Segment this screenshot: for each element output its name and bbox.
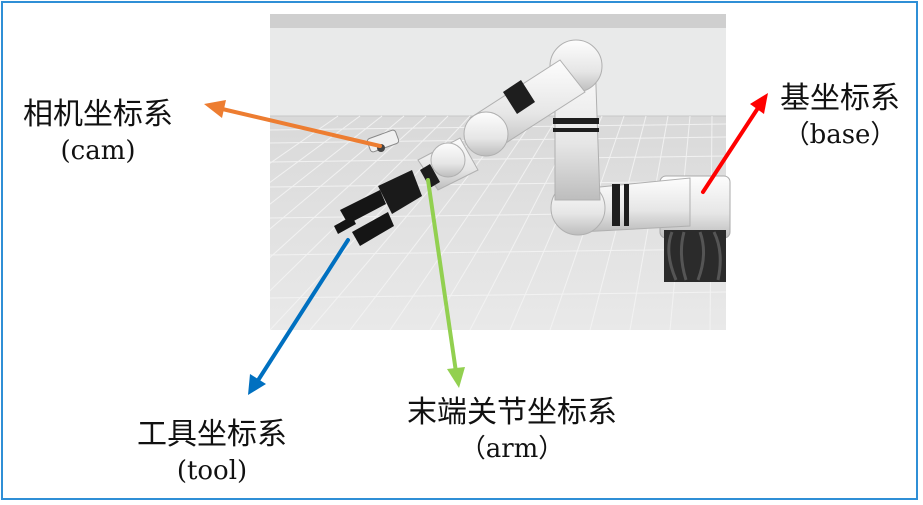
base-arrow xyxy=(701,93,768,194)
base-arrow-line xyxy=(701,106,760,194)
tool-label-code: (tool) xyxy=(176,456,248,486)
base-label: 基坐标系 （base） xyxy=(760,80,920,152)
cam-label-code: (cam) xyxy=(60,136,136,166)
tool-arrow-head xyxy=(248,374,266,395)
tool-arrow-line xyxy=(255,238,350,384)
arm-arrow xyxy=(426,178,465,388)
tool-arrow xyxy=(248,238,350,395)
tool-label-name: 工具坐标系 xyxy=(137,417,287,452)
cam-label-name: 相机坐标系 xyxy=(23,97,173,132)
cam-arrow-line xyxy=(216,106,382,148)
arm-arrow-head xyxy=(447,367,465,388)
simulation-scene xyxy=(270,14,726,330)
arrows xyxy=(204,93,768,395)
tool-label: 工具坐标系 (tool) xyxy=(112,416,312,488)
cam-arrow-head xyxy=(204,100,226,118)
arm-label: 末端关节坐标系 （arm） xyxy=(372,394,652,466)
base-arrow-head xyxy=(750,93,768,114)
arm-label-name: 末端关节坐标系 xyxy=(407,395,617,430)
cam-arrow xyxy=(204,100,382,148)
arm-arrow-line xyxy=(426,178,458,374)
cam-label: 相机坐标系 (cam) xyxy=(8,96,188,168)
base-label-name: 基坐标系 xyxy=(780,81,900,116)
arm-label-code: （arm） xyxy=(459,434,565,464)
base-label-code: （base） xyxy=(783,120,897,150)
robot-arm xyxy=(334,39,731,282)
